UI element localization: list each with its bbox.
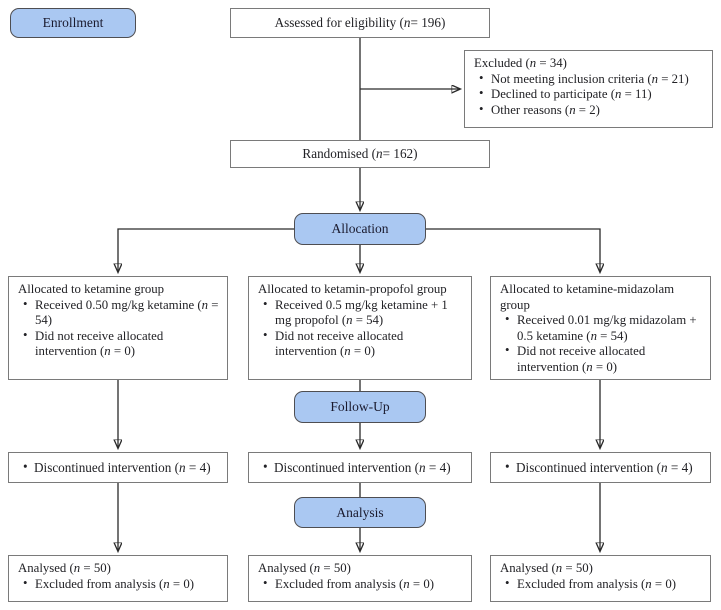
- box-excluded: Excluded (n = 34) Not meeting inclusion …: [464, 50, 713, 128]
- bullet-item: Declined to participate (n = 11): [474, 86, 704, 103]
- box-analysed-bullets: Excluded from analysis (n = 0): [500, 576, 702, 593]
- box-analysed-right: Analysed (n = 50) Excluded from analysis…: [490, 555, 711, 602]
- bullet-item: Discontinued intervention (n = 4): [18, 459, 211, 476]
- box-assessed: Assessed for eligibility (n = 196): [230, 8, 490, 38]
- bullet-item: Excluded from analysis (n = 0): [258, 576, 463, 593]
- stage-badge-allocation: Allocation: [294, 213, 426, 245]
- box-randomised: Randomised (n = 162): [230, 140, 490, 168]
- box-allocation-ketamine-midazolam: Allocated to ketamine-midazolam group Re…: [490, 276, 711, 380]
- bullet-item: Discontinued intervention (n = 4): [500, 459, 693, 476]
- box-allocation-bullets: Received 0.01 mg/kg midazolam + 0.5 keta…: [500, 312, 702, 375]
- box-analysed-title: Analysed (n = 50): [258, 561, 351, 575]
- stage-badge-enrollment: Enrollment: [10, 8, 136, 38]
- box-analysed-bullets: Excluded from analysis (n = 0): [18, 576, 219, 593]
- box-allocation-title: Allocated to ketamine group: [18, 282, 165, 296]
- box-allocation-title: Allocated to ketamin-propofol group: [258, 282, 447, 296]
- connector-allocation-left: [118, 228, 294, 272]
- box-discontinued-right: Discontinued intervention (n = 4): [490, 452, 711, 483]
- box-allocation-bullets: Received 0.50 mg/kg ketamine (n = 54) Di…: [18, 297, 219, 360]
- stage-badge-analysis: Analysis: [294, 497, 426, 528]
- box-analysed-bullets: Excluded from analysis (n = 0): [258, 576, 463, 593]
- box-analysed-left: Analysed (n = 50) Excluded from analysis…: [8, 555, 228, 602]
- box-allocation-ketamine: Allocated to ketamine group Received 0.5…: [8, 276, 228, 380]
- box-analysed-middle: Analysed (n = 50) Excluded from analysis…: [248, 555, 472, 602]
- box-analysed-title: Analysed (n = 50): [500, 561, 593, 575]
- bullet-item: Other reasons (n = 2): [474, 102, 704, 119]
- box-analysed-title: Analysed (n = 50): [18, 561, 111, 575]
- bullet-item: Discontinued intervention (n = 4): [258, 459, 451, 476]
- bullet-item: Not meeting inclusion criteria (n = 21): [474, 71, 704, 88]
- box-excluded-title: Excluded (n = 34): [474, 56, 567, 70]
- stage-badge-followup: Follow-Up: [294, 391, 426, 423]
- box-allocation-title: Allocated to ketamine-midazolam group: [500, 282, 675, 312]
- bullet-item: Received 0.5 mg/kg ketamine + 1 mg propo…: [258, 297, 463, 329]
- box-discontinued-middle: Discontinued intervention (n = 4): [248, 452, 472, 483]
- bullet-item: Did not receive allocated intervention (…: [258, 328, 463, 360]
- bullet-item: Received 0.01 mg/kg midazolam + 0.5 keta…: [500, 312, 702, 344]
- connector-allocation-right: [426, 228, 600, 272]
- box-discontinued-left: Discontinued intervention (n = 4): [8, 452, 228, 483]
- bullet-item: Excluded from analysis (n = 0): [500, 576, 702, 593]
- box-allocation-ketamin-propofol: Allocated to ketamin-propofol group Rece…: [248, 276, 472, 380]
- bullet-item: Did not receive allocated intervention (…: [18, 328, 219, 360]
- bullet-item: Did not receive allocated intervention (…: [500, 343, 702, 375]
- box-allocation-bullets: Received 0.5 mg/kg ketamine + 1 mg propo…: [258, 297, 463, 360]
- bullet-item: Excluded from analysis (n = 0): [18, 576, 219, 593]
- bullet-item: Received 0.50 mg/kg ketamine (n = 54): [18, 297, 219, 329]
- box-excluded-bullets: Not meeting inclusion criteria (n = 21) …: [474, 71, 704, 119]
